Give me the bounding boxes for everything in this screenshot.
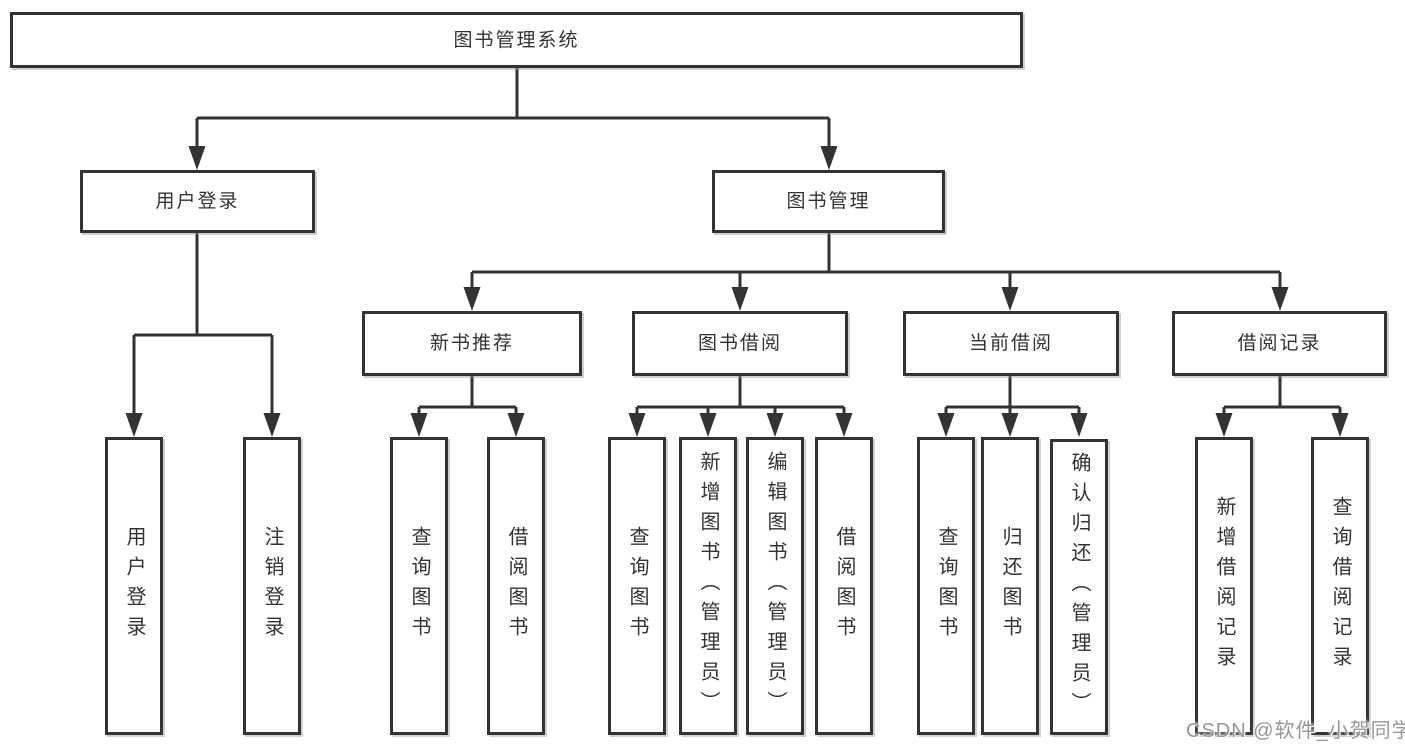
connector-user-login-to-leaves bbox=[125, 233, 281, 437]
leaf-add-borrow-record: 新增借阅记录 bbox=[1195, 437, 1253, 735]
leaf-query-books-borrowing-label: 查询图书 bbox=[626, 526, 648, 646]
node-book-borrowing: 图书借阅 bbox=[632, 311, 848, 376]
node-root-label: 图书管理系统 bbox=[453, 29, 580, 51]
connector-new-book-recommend-to-leaves bbox=[410, 376, 525, 437]
node-book-borrowing-label: 图书借阅 bbox=[697, 333, 782, 354]
leaf-add-book-admin-label: 新增图书（管理员） bbox=[697, 451, 719, 721]
leaf-borrow-books-recommend-label: 借阅图书 bbox=[505, 526, 527, 646]
connector-current-borrowing-to-leaves bbox=[937, 376, 1088, 437]
leaf-borrow-books-borrowing-label: 借阅图书 bbox=[833, 526, 855, 646]
leaf-return-books-label: 归还图书 bbox=[999, 526, 1021, 646]
node-user-login-label: 用户登录 bbox=[155, 191, 240, 212]
node-book-management-label: 图书管理 bbox=[786, 191, 871, 212]
leaf-query-books-recommend-label: 查询图书 bbox=[408, 526, 430, 646]
node-new-book-recommend: 新书推荐 bbox=[362, 311, 582, 376]
leaf-query-books-current: 查询图书 bbox=[917, 437, 975, 735]
leaf-query-books-borrowing: 查询图书 bbox=[608, 437, 666, 735]
leaf-borrow-books-borrowing: 借阅图书 bbox=[815, 437, 873, 735]
leaf-confirm-return-admin-label: 确认归还（管理员） bbox=[1068, 452, 1090, 722]
leaf-query-books-recommend: 查询图书 bbox=[390, 437, 448, 735]
node-book-management: 图书管理 bbox=[712, 170, 945, 233]
node-current-borrowing: 当前借阅 bbox=[903, 311, 1119, 376]
node-borrowing-records-label: 借阅记录 bbox=[1237, 333, 1322, 354]
node-new-book-recommend-label: 新书推荐 bbox=[429, 333, 514, 354]
connector-book-management-to-level3 bbox=[463, 233, 1289, 311]
node-current-borrowing-label: 当前借阅 bbox=[968, 333, 1053, 354]
connector-borrowing-records-to-leaves bbox=[1215, 376, 1349, 437]
leaf-confirm-return-admin: 确认归还（管理员） bbox=[1050, 439, 1108, 735]
leaf-logout: 注销登录 bbox=[243, 437, 301, 735]
leaf-add-book-admin: 新增图书（管理员） bbox=[679, 437, 737, 735]
leaf-query-borrow-record-label: 查询借阅记录 bbox=[1329, 496, 1351, 676]
leaf-edit-book-admin: 编辑图书（管理员） bbox=[746, 437, 804, 735]
leaf-add-borrow-record-label: 新增借阅记录 bbox=[1213, 496, 1235, 676]
node-user-login: 用户登录 bbox=[80, 170, 315, 233]
leaf-user-login: 用户登录 bbox=[105, 437, 163, 735]
leaf-query-books-current-label: 查询图书 bbox=[935, 526, 957, 646]
node-root: 图书管理系统 bbox=[10, 12, 1023, 68]
leaf-logout-label: 注销登录 bbox=[261, 526, 283, 646]
connector-root-to-level2 bbox=[188, 68, 838, 170]
leaf-edit-book-admin-label: 编辑图书（管理员） bbox=[764, 451, 786, 721]
leaf-return-books: 归还图书 bbox=[981, 437, 1039, 735]
leaf-borrow-books-recommend: 借阅图书 bbox=[487, 437, 545, 735]
leaf-query-borrow-record: 查询借阅记录 bbox=[1311, 437, 1369, 735]
csdn-watermark: CSDN @软件_小贺同学 bbox=[1186, 720, 1405, 742]
leaf-user-login-label: 用户登录 bbox=[123, 526, 145, 646]
connector-book-borrowing-to-leaves bbox=[628, 376, 853, 437]
node-borrowing-records: 借阅记录 bbox=[1172, 311, 1387, 376]
